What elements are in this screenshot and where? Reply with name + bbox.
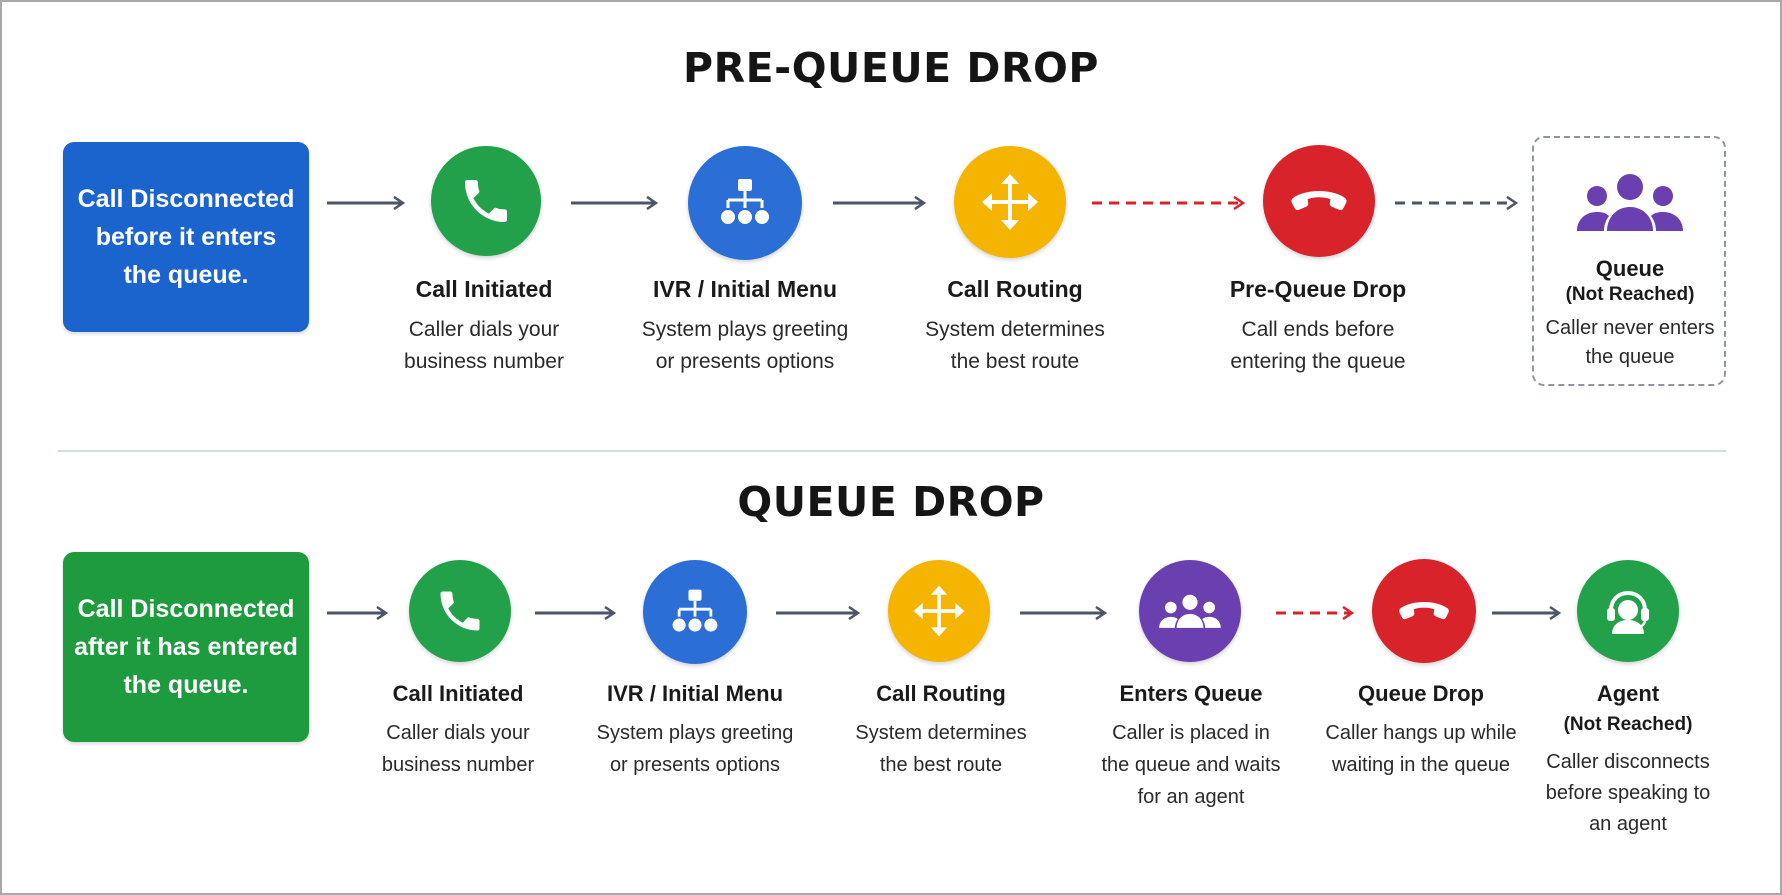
hang-up-icon [1372,559,1476,663]
pre-step-4-title: Pre-Queue Drop [1229,276,1407,302]
routing-arrows-icon [888,560,990,662]
pre-step-1-desc: Caller dials your business number [404,318,564,373]
queue-step-3-desc: System determines the best route [855,722,1027,776]
hang-up-icon [1263,145,1375,257]
pre-step-1-title: Call Initiated [415,276,553,302]
queue-not-reached-dashed-box [1532,136,1726,386]
agent-headset-icon [1577,560,1679,662]
queue-step-5-title: Queue Drop [1358,681,1484,706]
pre-step-2-desc: System plays greeting or presents option… [641,318,849,373]
queue-step-1-desc: Caller dials your business number [381,722,535,776]
queue-summary-box: Call Disconnected after it has entered t… [63,552,309,742]
pre-step-3-desc: System determines the best route [925,318,1105,373]
queue-step-4-title: Enters Queue [1119,681,1263,706]
section-divider [58,450,1726,452]
queue-summary-text: Call Disconnected after it has entered t… [74,595,298,699]
ivr-tree-icon [688,146,802,260]
routing-arrows-icon [954,146,1066,258]
pre-queue-summary-text: Call Disconnected before it enters the q… [77,185,295,289]
queue-step-6-subtitle: (Not Reached) [1563,714,1693,735]
pre-queue-title: PRE-QUEUE DROP [683,44,1099,92]
queue-step-5-desc: Caller hangs up while waiting in the que… [1325,722,1517,776]
phone-icon [409,560,511,662]
pre-step-5-desc: Caller never enters the queue [1545,317,1715,368]
queue-step-2-desc: System plays greeting or presents option… [596,722,794,776]
pre-step-2-title: IVR / Initial Menu [652,276,838,302]
people-group-icon [1139,560,1241,662]
queue-drop-title: QUEUE DROP [737,478,1045,526]
queue-step-1-title: Call Initiated [392,681,524,706]
pre-step-3-title: Call Routing [947,276,1083,302]
queue-step-2-title: IVR / Initial Menu [606,681,784,706]
queue-step-6-title: Agent [1596,681,1660,706]
pre-step-4-desc: Call ends before entering the queue [1230,318,1406,373]
pre-step-5-title: Queue [1595,256,1665,281]
queue-step-6-desc: Caller disconnects before speaking to an… [1545,751,1711,835]
queue-step-4-desc: Caller is placed in the queue and waits … [1101,722,1281,808]
pre-step-5-subtitle: (Not Reached) [1565,284,1695,305]
pre-queue-summary-box: Call Disconnected before it enters the q… [63,142,309,332]
queue-step-3-title: Call Routing [876,681,1006,706]
people-group-icon [1568,162,1692,242]
phone-icon [431,146,541,256]
ivr-tree-icon [643,560,747,664]
